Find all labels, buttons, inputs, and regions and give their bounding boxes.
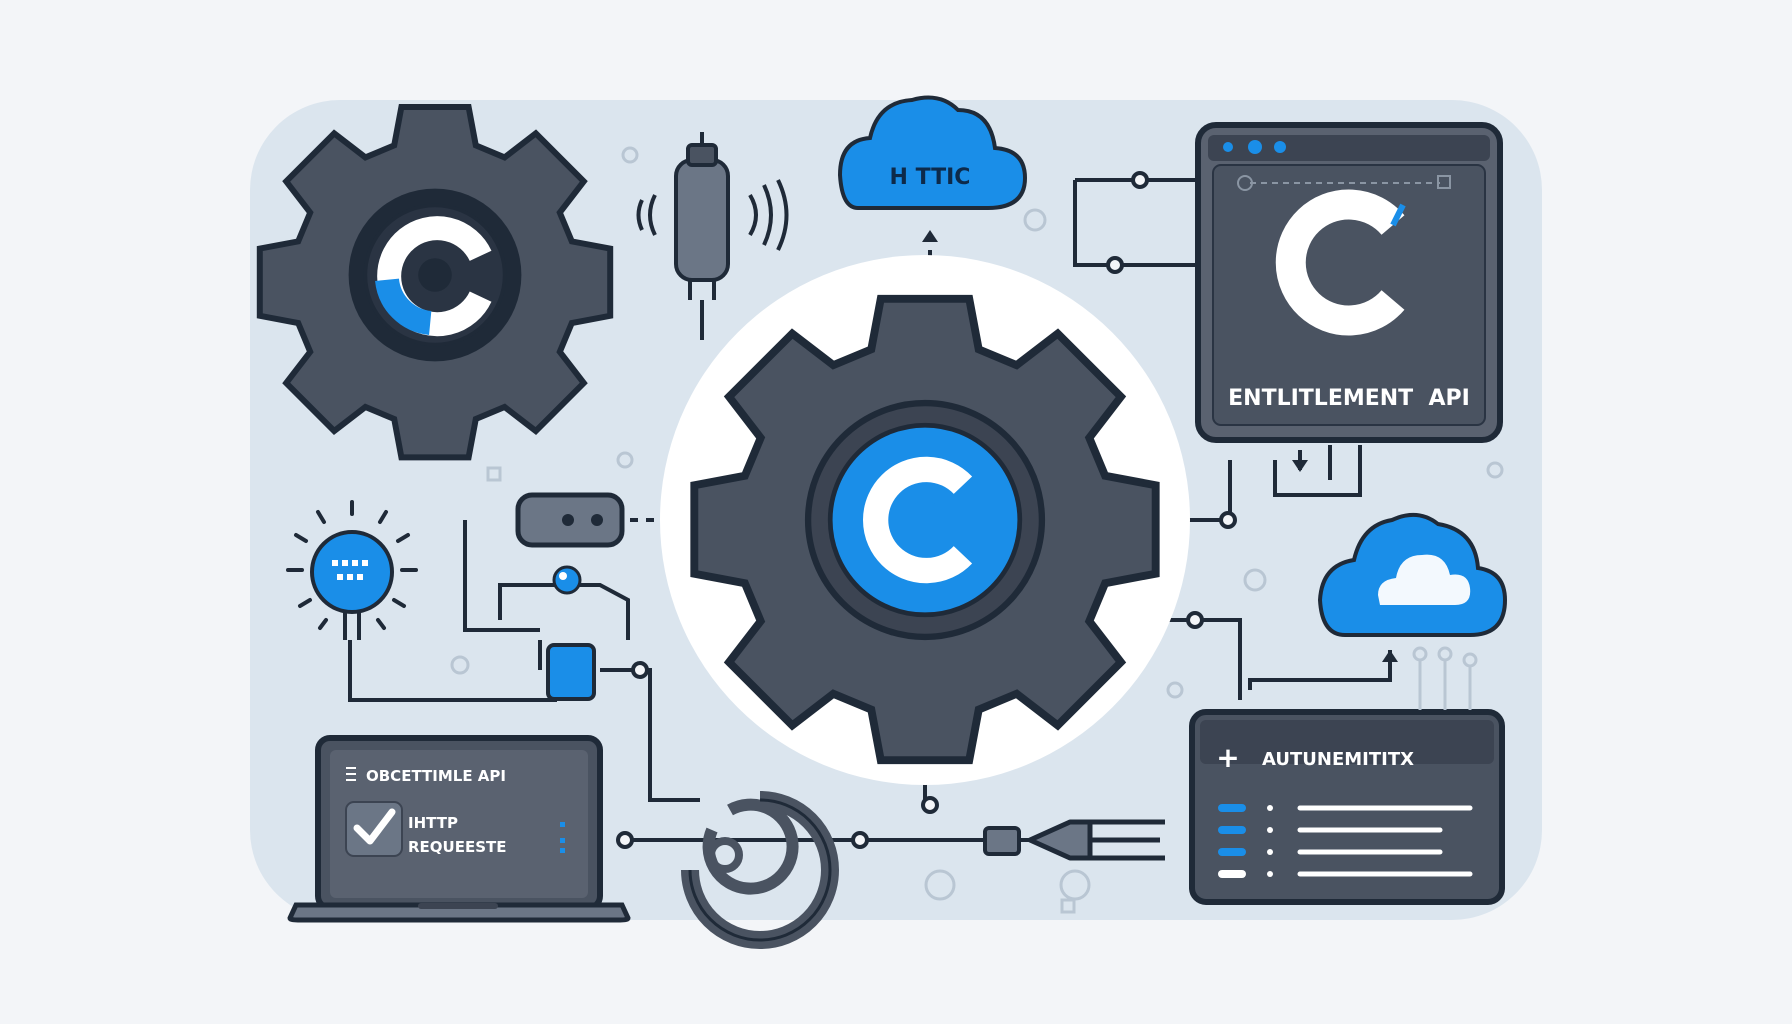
entitlement-api-window: ENTLITLEMENT API [1195,122,1503,472]
laptop-line1: IHTTP [408,814,458,832]
cloud-top-label: H TTIC [890,165,971,190]
right-cloud-icon [1317,512,1508,662]
window-dot [1274,141,1286,153]
laptop-icon: OBCETTIMLE API IHTTP REQUEESTE [287,735,631,923]
pin-icons [1412,646,1478,710]
decorative-dots [450,146,1504,914]
spiral-icon [681,791,839,949]
top-left-gear-icon [260,107,610,457]
laptop-title: OBCETTIMLE API [366,767,506,785]
window-right-label: ENTLITLEMENT API [1228,386,1470,411]
fork-icon [1027,819,1165,861]
c-logo-icon [1275,189,1405,336]
switch-icon [515,492,625,548]
plug-icon [636,132,789,340]
panel-right-title: AUTUNEMITITX [1262,749,1414,770]
window-dot [1248,140,1262,154]
bottom-connector-icon [960,826,1021,856]
plus-icon: + [1216,741,1239,774]
authentication-panel: + AUTUNEMITITX [1189,709,1505,905]
panel-list [1218,804,1473,878]
connector-box-icon [546,643,596,701]
top-cloud-icon: H TTIC [837,95,1028,242]
connector-lines [348,173,1392,842]
window-dot [1223,142,1233,152]
connector-nodes [616,171,1237,849]
laptop-line2: REQUEESTE [408,838,507,856]
bulb-icon [286,500,418,640]
drop-icon [552,565,582,595]
central-gear-icon [694,299,1155,760]
